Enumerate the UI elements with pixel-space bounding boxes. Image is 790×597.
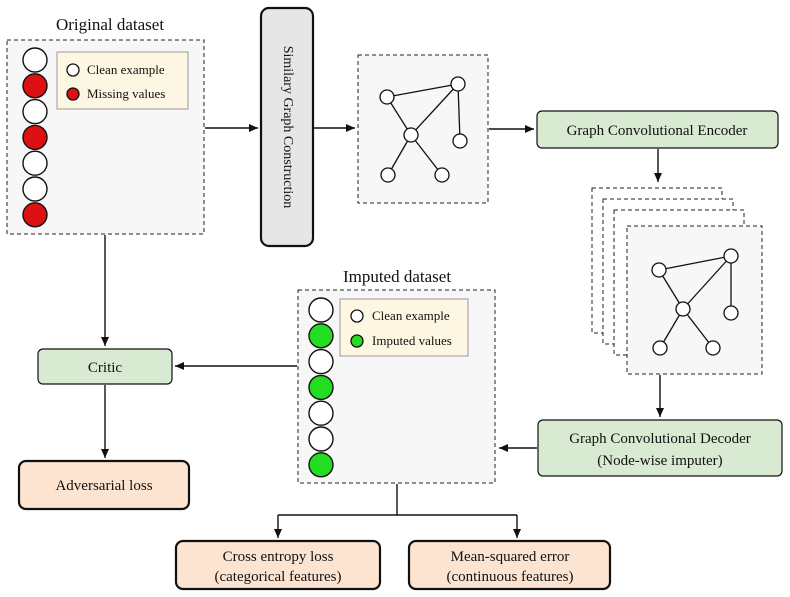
similarity-graph-label: Similary Graph Construction [280, 46, 295, 209]
imputed-legend-box [339, 298, 469, 357]
mse-line2: (continuous features) [446, 569, 573, 585]
clean-row-circle [308, 348, 334, 375]
missing-row-circle [22, 73, 48, 99]
mse-line1: Mean-squared error [451, 549, 570, 565]
cross-entropy-box [174, 539, 382, 591]
clean-row-circle [308, 297, 334, 323]
clean-row-circle [308, 400, 334, 426]
graph-panel [357, 54, 489, 204]
encoder-label: Graph Convolutional Encoder [567, 123, 748, 139]
encoder-box [536, 110, 779, 149]
original-legend-clean-label: Clean example [87, 62, 165, 77]
clean-row-circle [22, 47, 48, 73]
similarity-graph-box [259, 6, 315, 248]
critic-label: Critic [88, 360, 123, 376]
missing-row-circle [22, 124, 48, 151]
original-dataset-title: Original dataset [56, 15, 164, 34]
adversarial-loss-box [17, 459, 191, 511]
mse-box [407, 539, 612, 591]
cross-entropy-line1: Cross entropy loss [223, 549, 334, 565]
decoder-label-line2: (Node-wise imputer) [597, 453, 722, 469]
graph-icon [379, 76, 468, 183]
clean-legend-marker [350, 309, 364, 323]
cross-entropy-line2: (categorical features) [215, 569, 342, 585]
missing-row-circle [22, 202, 48, 228]
imputed-legend-clean-label: Clean example [372, 308, 450, 323]
clean-legend-marker [66, 63, 80, 77]
stacked-graph-panels [591, 187, 763, 375]
clean-row-circle [22, 98, 48, 125]
clean-row-circle [22, 150, 48, 176]
imputed-dataset-rows [308, 297, 334, 478]
embedding-graph-icon [651, 248, 739, 356]
imputed-row-circle [308, 452, 334, 478]
missing-legend-marker [66, 87, 80, 101]
decoder-box [537, 419, 783, 477]
adversarial-loss-label: Adversarial loss [55, 478, 152, 494]
imputed-legend-imputed-label: Imputed values [372, 333, 452, 348]
imputed-dataset-title: Imputed dataset [343, 267, 451, 286]
original-legend-box [56, 51, 189, 110]
original-legend-missing-label: Missing values [87, 86, 165, 101]
clean-row-circle [22, 176, 48, 202]
original-dataset-rows [22, 47, 48, 228]
imputed-row-circle [308, 374, 334, 401]
clean-row-circle [308, 426, 334, 452]
critic-box [37, 348, 173, 385]
decoder-label-line1: Graph Convolutional Decoder [569, 431, 751, 447]
imputed-row-circle [308, 323, 334, 349]
imputed-legend-marker [350, 334, 364, 348]
